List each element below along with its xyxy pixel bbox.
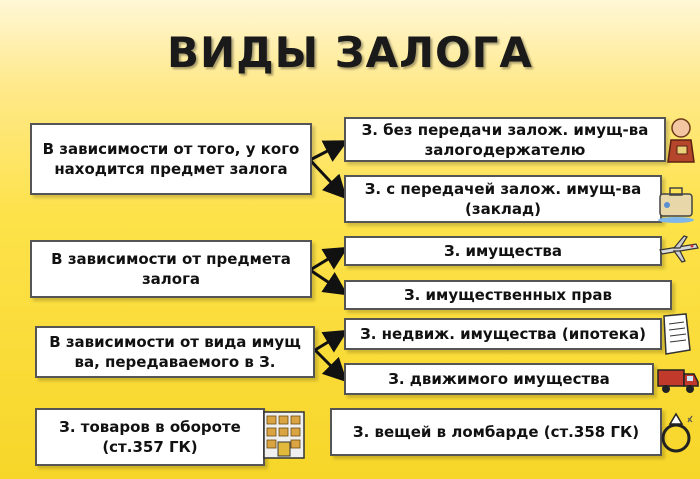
- warehouse-icon: [263, 411, 305, 459]
- source-box-holder: В зависимости от того, у кого находится …: [30, 123, 312, 195]
- truck-icon: [657, 369, 699, 393]
- target-box-property-rights: З. имущественных прав: [344, 280, 672, 310]
- ring-icon: [661, 412, 693, 453]
- suitcase-icon: [658, 187, 694, 223]
- target-label: З. имущественных прав: [403, 286, 613, 304]
- person-icon: [667, 118, 695, 163]
- arrow-2b: [309, 268, 348, 296]
- source-label: В зависимости от того, у кого находится …: [42, 140, 300, 178]
- target-label: З. вещей в ломбарде (ст.358 ГК): [352, 423, 640, 441]
- source-box-goods-turnover: З. товаров в обороте (ст.357 ГК): [35, 408, 265, 466]
- target-box-movable: З. движимого имущества: [344, 363, 654, 395]
- arrow-1b: [308, 158, 348, 200]
- arrow-3b: [313, 348, 348, 383]
- document-icon: [663, 313, 691, 355]
- target-label: З. имущества: [443, 242, 563, 260]
- arrow-2a: [309, 246, 349, 272]
- target-box-with-transfer: З. с передачей залож. имущ-ва (заклад): [344, 175, 662, 223]
- target-box-pawnshop: З. вещей в ломбарде (ст.358 ГК): [330, 408, 662, 456]
- airplane-icon: [659, 235, 699, 263]
- source-box-subject: В зависимости от предмета залога: [30, 240, 312, 298]
- target-label: З. движимого имущества: [388, 370, 610, 388]
- arrow-1a: [309, 140, 349, 162]
- page-title: ВИДЫ ЗАЛОГА: [167, 28, 533, 77]
- target-label: З. без передачи залож. имущ-ва залогодер…: [361, 120, 649, 159]
- source-label: В зависимости от предмета залога: [51, 250, 291, 288]
- target-box-property: З. имущества: [344, 236, 662, 266]
- target-box-real-estate: З. недвиж. имущества (ипотека): [344, 318, 662, 350]
- target-box-without-transfer: З. без передачи залож. имущ-ва залогодер…: [344, 117, 666, 162]
- target-label: З. недвиж. имущества (ипотека): [360, 325, 646, 343]
- source-box-property-type: В зависимости от вида имущ ва, передавае…: [35, 326, 315, 378]
- arrow-3a: [314, 329, 349, 353]
- source-label: В зависимости от вида имущ ва, передавае…: [49, 333, 301, 371]
- target-label: З. с передачей залож. имущ-ва (заклад): [364, 180, 642, 218]
- source-label: З. товаров в обороте (ст.357 ГК): [59, 418, 241, 456]
